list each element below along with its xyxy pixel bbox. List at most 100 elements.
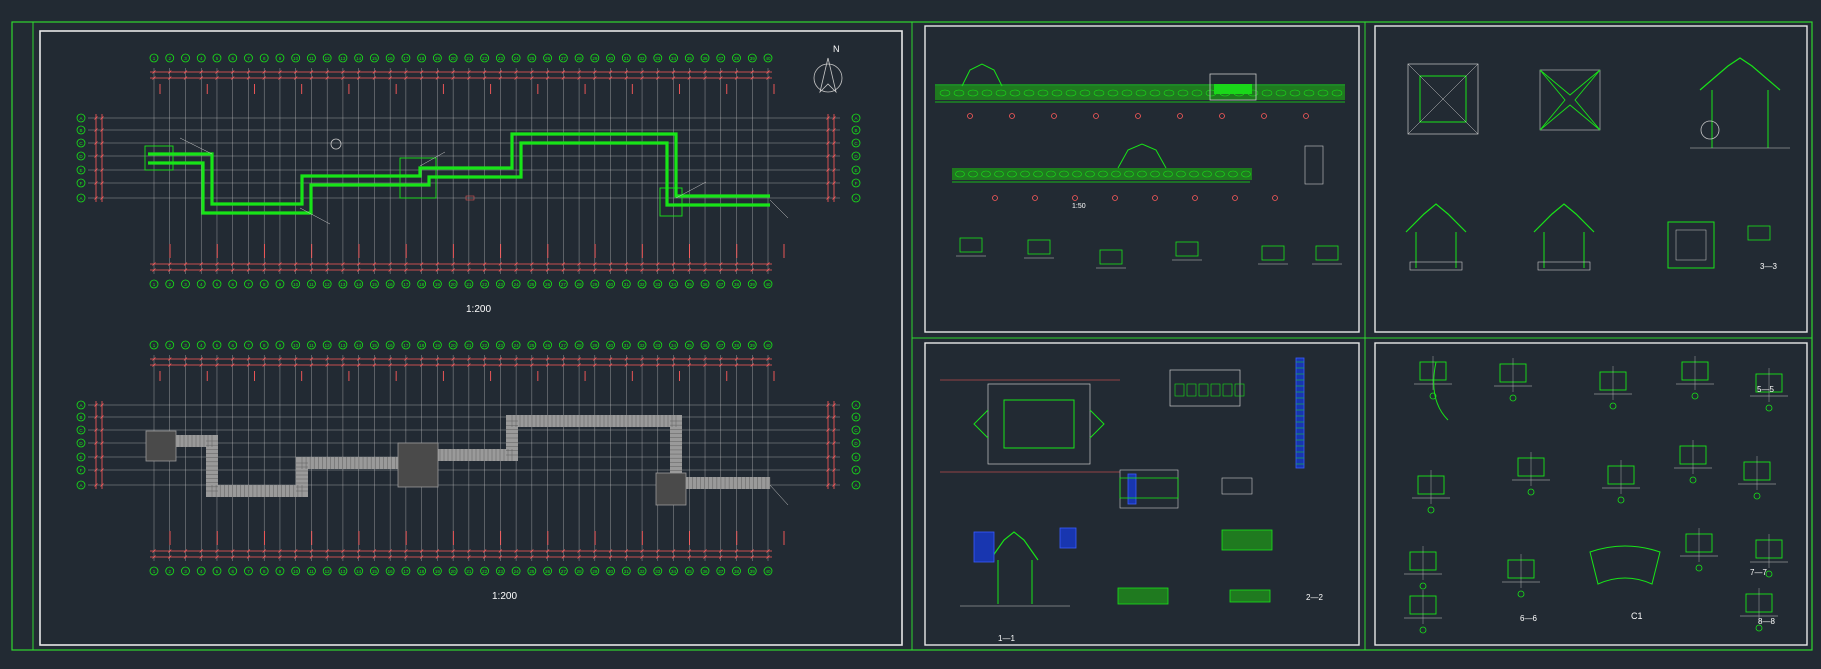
dimension-tick (152, 555, 156, 559)
axis-bubble-number: 5 (216, 282, 219, 287)
dimension-tick (640, 70, 644, 74)
row-bubble (76, 165, 86, 175)
dimension-tick (624, 76, 629, 80)
axis-bubble-number: 17 (403, 56, 409, 61)
dimension-tick (640, 555, 644, 559)
profile-detail (1315, 245, 1339, 261)
dimension-tick (624, 357, 629, 361)
dimension-tick (671, 76, 676, 80)
dimension-tick (593, 268, 597, 272)
dimension-tick (826, 428, 830, 432)
dimension-tick (100, 455, 104, 459)
axis-bubble-number: 22 (482, 56, 488, 61)
elev-axis-bubble (1152, 195, 1158, 201)
axis-bubble (747, 53, 757, 63)
section-2-2-label: 2—2 (1306, 593, 1323, 602)
dimension-tick (262, 357, 266, 361)
axis-bubble (228, 566, 238, 576)
central-paving-square (397, 442, 439, 488)
axis-bubble (244, 279, 253, 289)
dimension-tick (561, 70, 566, 74)
axis-bubble-number: 33 (655, 569, 661, 574)
axis-bubble (763, 566, 773, 576)
axis-bubble-number: 37 (718, 343, 724, 348)
lattice-window (1149, 89, 1161, 97)
axis-bubble (511, 53, 521, 63)
axis-bubble (322, 53, 332, 63)
axis-bubble (606, 53, 615, 63)
axis-bubble (165, 340, 175, 350)
axis-bubble-number: 2 (168, 56, 171, 61)
dimension-tick (624, 555, 629, 559)
dimension-tick (341, 76, 345, 80)
axis-bubble-number: 3 (184, 282, 187, 287)
gate-panel (1198, 383, 1209, 397)
lattice-window (1124, 170, 1134, 178)
central-pavilion (399, 157, 437, 199)
dimension-tick (703, 262, 707, 266)
dimension-tick (593, 76, 597, 80)
dimension-tick (183, 363, 188, 367)
dimension-tick (404, 76, 408, 80)
dimension-tick (404, 549, 408, 553)
node-detail-marker (1617, 496, 1625, 504)
elev-axis-bubble (1093, 113, 1099, 119)
axis-bubble (716, 340, 726, 350)
dimension-tick (356, 549, 361, 553)
dimension-tick (467, 76, 471, 80)
axis-bubble (543, 566, 552, 576)
dimension-tick (608, 70, 613, 74)
row-bubble-letter: A (79, 483, 82, 488)
axis-bubble (432, 279, 442, 289)
dimension-tick (498, 268, 503, 272)
dimension-tick (451, 363, 455, 367)
lattice-window (1289, 89, 1301, 97)
dimension-tick (832, 168, 836, 172)
dimension-tick (435, 70, 440, 74)
dimension-tick (750, 76, 755, 80)
axis-bubble (732, 53, 741, 63)
axis-bubble (196, 340, 206, 350)
dimension-tick (482, 268, 487, 272)
axis-bubble (669, 566, 678, 576)
axis-bubble (149, 340, 159, 350)
axis-bubble (196, 53, 206, 63)
dimension-tick (419, 363, 424, 367)
lattice-window (939, 89, 951, 97)
dimension-tick (832, 483, 836, 487)
axis-bubble (275, 340, 285, 350)
dimension-tick (419, 357, 424, 361)
panel-gate-details (924, 342, 1360, 646)
dimension-tick (671, 549, 676, 553)
dimension-tick (545, 363, 550, 367)
row-bubble-letter: A (854, 196, 857, 201)
dimension-tick (671, 262, 676, 266)
axis-bubble-number: 38 (734, 569, 740, 574)
dimension-tick (100, 403, 104, 407)
elevation-drawings (935, 63, 1345, 269)
axis-bubble (732, 279, 741, 289)
dimension-tick (656, 76, 660, 80)
dimension-tick (435, 549, 440, 553)
dimension-tick (404, 70, 408, 74)
dimension-tick (514, 363, 518, 367)
axis-bubble-number: 38 (734, 56, 740, 61)
dimension-tick (451, 555, 455, 559)
axis-bubble (307, 279, 316, 289)
dimension-tick (577, 549, 581, 553)
axis-bubble (558, 53, 568, 63)
dimension-tick (482, 70, 487, 74)
lattice-window (981, 89, 993, 97)
gate-plan-wing-right (1089, 409, 1105, 439)
lattice-window (1275, 89, 1287, 97)
axis-bubble-number: 13 (340, 569, 346, 574)
axis-bubble-number: 31 (624, 343, 630, 348)
dimension-tick (545, 555, 550, 559)
dimension-tick (826, 415, 830, 419)
axis-bubble-number: 1 (153, 282, 156, 287)
axis-bubble-number: 26 (545, 56, 551, 61)
lattice-window (1098, 170, 1108, 178)
dimension-tick (545, 70, 550, 74)
dimension-tick (199, 357, 203, 361)
dimension-tick (293, 268, 298, 272)
